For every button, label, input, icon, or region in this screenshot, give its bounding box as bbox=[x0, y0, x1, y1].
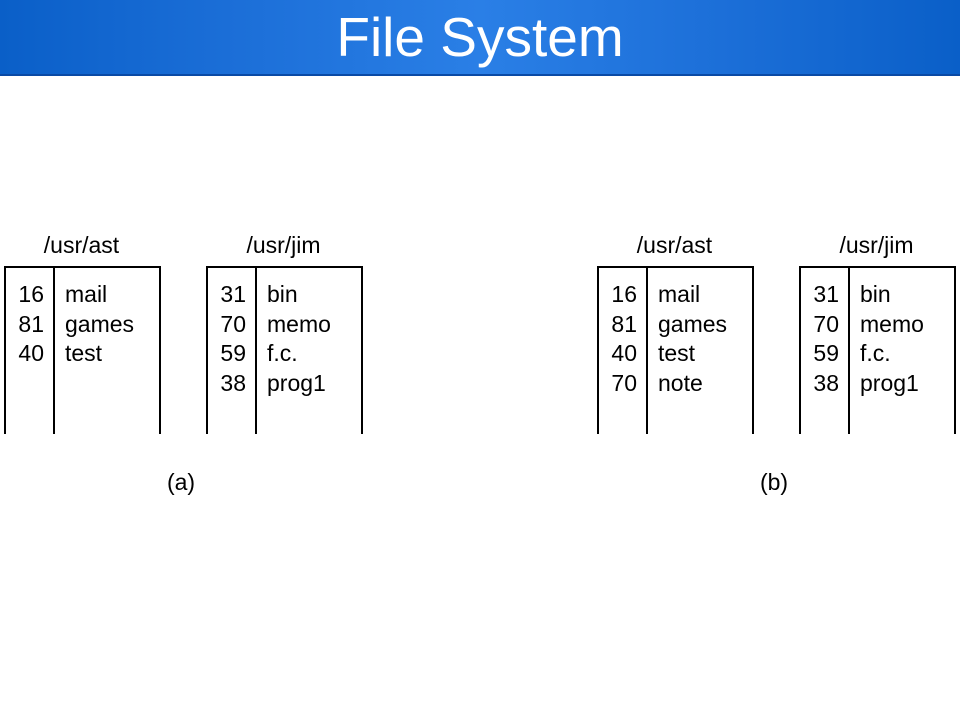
file-name: mail bbox=[658, 281, 701, 307]
directory-name: /usr/jim bbox=[839, 232, 914, 258]
table-side-border bbox=[4, 266, 6, 434]
file-name: bin bbox=[860, 281, 891, 307]
file-name: memo bbox=[267, 310, 331, 337]
inode-number: 59 bbox=[220, 340, 246, 366]
inode-number: 38 bbox=[813, 369, 839, 396]
directory-name: /usr/ast bbox=[636, 232, 713, 258]
inode-number: 59 bbox=[813, 340, 839, 366]
inode-number: 81 bbox=[18, 310, 44, 337]
table-side-border bbox=[954, 266, 956, 434]
column-divider bbox=[255, 266, 257, 434]
table-side-border bbox=[597, 266, 599, 434]
directory-table: 16 mail 81 games 40 test 70 note bbox=[597, 266, 754, 434]
inode-number: 38 bbox=[220, 369, 246, 396]
column-divider bbox=[646, 266, 648, 434]
table-side-border bbox=[159, 266, 161, 434]
file-name: mail bbox=[65, 281, 108, 307]
inode-number: 16 bbox=[18, 281, 44, 307]
figure-caption: (a) bbox=[166, 469, 196, 495]
directory-name: /usr/jim bbox=[246, 232, 321, 258]
table-side-border bbox=[206, 266, 208, 434]
inode-number: 40 bbox=[611, 340, 637, 366]
column-divider bbox=[848, 266, 850, 434]
file-name: bin bbox=[267, 281, 298, 307]
file-name: games bbox=[65, 310, 135, 337]
file-name: f.c. bbox=[860, 340, 891, 366]
inode-number: 16 bbox=[611, 281, 637, 307]
table-side-border bbox=[752, 266, 754, 434]
inode-number: 31 bbox=[813, 281, 839, 307]
directory-name: /usr/ast bbox=[43, 232, 120, 258]
table-top-border bbox=[799, 266, 956, 268]
table-top-border bbox=[206, 266, 363, 268]
inode-number: 81 bbox=[611, 310, 637, 337]
file-name: memo bbox=[860, 310, 924, 337]
file-name: test bbox=[658, 340, 696, 366]
directory-table: 16 mail 81 games 40 test bbox=[4, 266, 161, 434]
table-top-border bbox=[4, 266, 161, 268]
page-title: File System bbox=[336, 6, 624, 68]
figure-caption: (b) bbox=[759, 469, 789, 495]
inode-number: 70 bbox=[220, 310, 246, 337]
file-name: prog1 bbox=[860, 369, 919, 396]
file-name: note bbox=[658, 369, 703, 396]
directory-table: 31 bin 70 memo 59 f.c. 38 prog1 bbox=[206, 266, 363, 434]
inode-number: 31 bbox=[220, 281, 246, 307]
table-side-border bbox=[361, 266, 363, 434]
inode-number: 40 bbox=[18, 340, 44, 366]
inode-number: 70 bbox=[611, 369, 637, 396]
title-banner: File System bbox=[0, 0, 960, 76]
column-divider bbox=[53, 266, 55, 434]
directory-table: 31 bin 70 memo 59 f.c. 38 prog1 bbox=[799, 266, 956, 434]
file-name: prog1 bbox=[267, 369, 326, 396]
file-name: test bbox=[65, 340, 103, 366]
table-top-border bbox=[597, 266, 754, 268]
table-side-border bbox=[799, 266, 801, 434]
inode-number: 70 bbox=[813, 310, 839, 337]
file-name: f.c. bbox=[267, 340, 298, 366]
file-name: games bbox=[658, 310, 728, 337]
